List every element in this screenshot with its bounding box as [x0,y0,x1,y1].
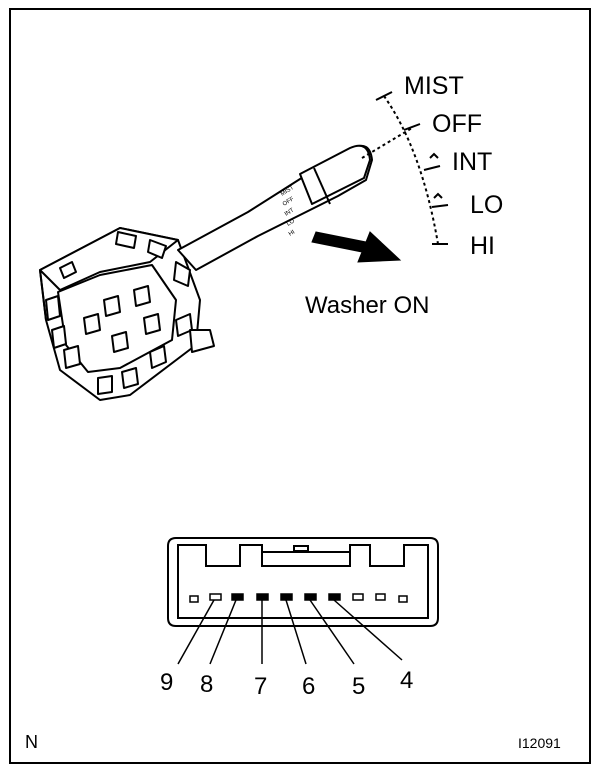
pin-label-9: 9 [160,669,173,696]
pin-label-8: 8 [200,671,213,698]
label-int: INT [452,148,492,176]
tick-mist [375,91,393,101]
pin-label-5: 5 [352,673,365,700]
tick-lo [431,204,449,208]
switch-body [39,227,215,401]
wiper-lever [177,144,373,271]
connector-pins [189,593,408,603]
pin-slot [352,593,364,601]
pin-terminal [256,593,269,601]
pin-leader-lines [177,599,403,665]
position-arc [383,95,439,245]
pin-slot [398,595,408,603]
label-off: OFF [432,110,482,138]
position-scale [361,91,449,245]
diagram-frame [9,8,591,764]
lever-axis-line [361,127,413,159]
pin-terminal [231,593,244,601]
label-lo: LO [470,191,503,219]
pin-slot [375,593,386,601]
pin-terminal [328,593,341,601]
arc-arrow-lo [433,192,443,199]
pin-terminal [280,593,293,601]
pin-label-6: 6 [302,673,315,700]
pin-labels: 9 8 7 6 5 4 [160,667,413,700]
lever-mark-int: INT [284,207,296,217]
washer-on-label: Washer ON [305,292,429,319]
pin-slot [189,595,199,603]
lever-mark-lo: LO [286,218,296,228]
position-labels: MIST OFF INT LO HI [404,72,503,260]
pin-label-7: 7 [254,673,267,700]
tick-off [403,123,421,131]
footer-left-code: N [25,732,38,752]
lever-mark-hi: HI [288,229,297,237]
pin-terminal [304,593,317,601]
label-mist: MIST [404,72,464,100]
figure-id: I12091 [518,735,561,751]
lever-mark-off: OFF [282,196,296,208]
pin-slot [209,593,222,601]
washer-arrow [311,231,402,263]
arc-arrow-int [429,152,439,159]
tick-int [423,165,441,171]
label-hi: HI [470,232,495,260]
pin-label-4: 4 [400,667,413,694]
connector-housing [167,537,439,627]
